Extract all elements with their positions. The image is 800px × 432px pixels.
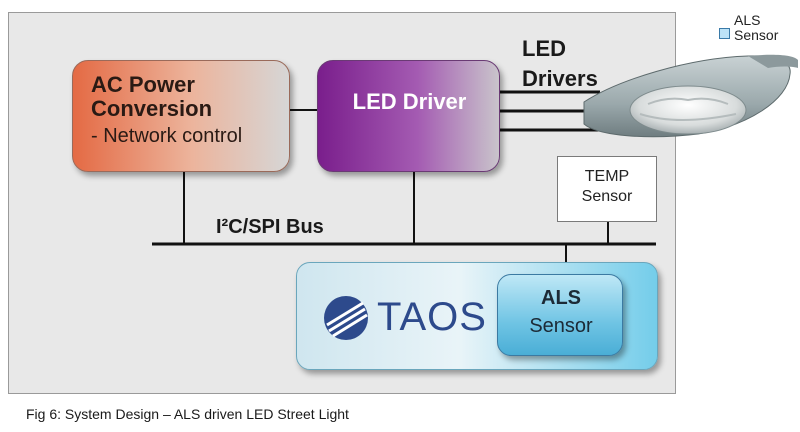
figure-caption: Fig 6: System Design – ALS driven LED St… [26, 406, 349, 422]
taos-logo-text: TAOS [377, 295, 487, 339]
als-sensor-subtitle: Sensor [529, 315, 593, 337]
als-sensor-marker-icon [719, 28, 730, 39]
led-driver-box: LED Driver [317, 60, 500, 172]
bus-label: I²C/SPI Bus [216, 216, 324, 238]
temp-sensor-line2: Sensor [581, 188, 633, 205]
temp-sensor-box: TEMP Sensor [557, 156, 657, 222]
led-drivers-label: LED Drivers [522, 36, 598, 91]
led-driver-title: LED Driver [352, 89, 467, 114]
ac-power-title: AC Power Conversion [91, 72, 213, 121]
street-light-illustration [583, 54, 798, 138]
taos-logo-icon [324, 296, 368, 340]
als-sensor-title: ALS [541, 287, 581, 309]
temp-sensor-line1: TEMP [584, 168, 630, 185]
ac-power-conversion-box: AC Power Conversion - Network control [72, 60, 290, 172]
ac-power-subtitle: - Network control [91, 125, 243, 147]
als-sensor-box: ALS Sensor [497, 274, 623, 356]
corner-als-label: ALS [734, 12, 761, 28]
corner-sensor-label: Sensor [734, 27, 779, 43]
